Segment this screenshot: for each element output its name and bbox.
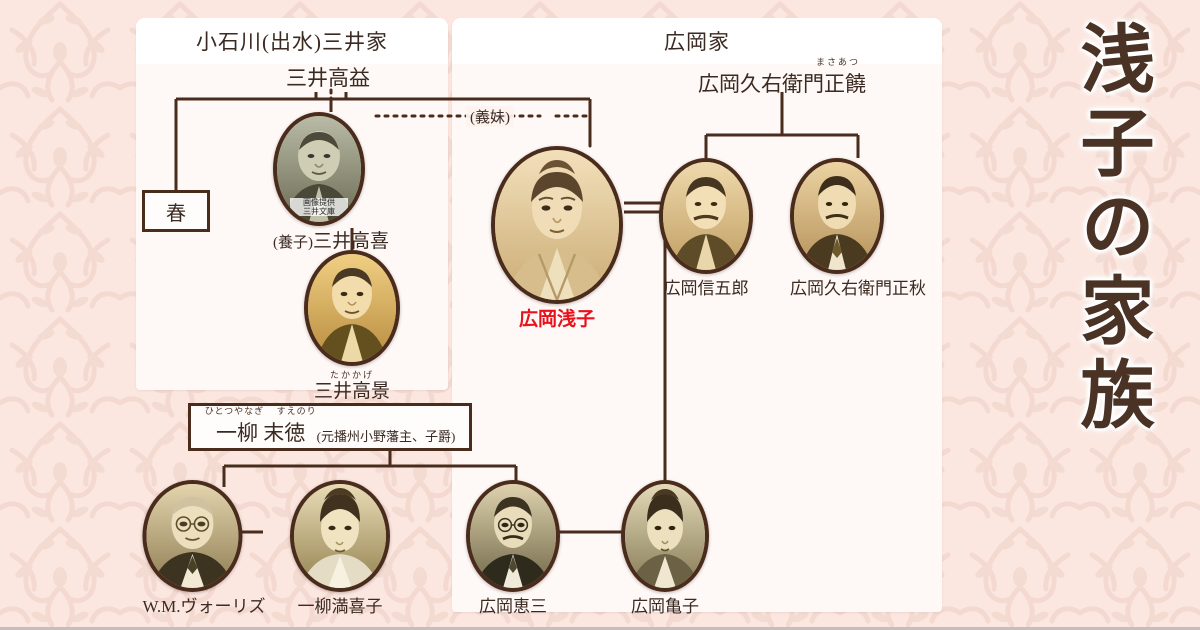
portrait-image-hirooka-kameko (625, 484, 705, 588)
credit-line-2: 三井文庫 (302, 207, 335, 216)
node-hitotsuyanagi-suenori-ruby-family: ひとつやなぎ (204, 406, 265, 416)
portrait-hirooka-kyuuemon-masaaki[interactable] (790, 158, 884, 274)
label-mitsui-takayoshi-name: 三井高喜 (312, 231, 390, 252)
portrait-image-vories (146, 484, 239, 588)
credit-line-1: 画像提供 (302, 198, 335, 207)
node-mitsui-takamasu: 三井高益 (286, 62, 370, 92)
person-hirooka-asako[interactable]: 広岡浅子 (491, 146, 623, 331)
node-hitotsuyanagi-suenori: ひとつやなぎ すえのり 一柳 末徳 (元播州小野藩主、子爵) (188, 403, 472, 451)
node-hirooka-kyuuemon-masaatsu-label: 広岡久右衛門正饒 (698, 72, 866, 96)
person-hirooka-keizo[interactable]: 広岡恵三 (466, 480, 560, 617)
node-mitsui-takamasu-label: 三井高益 (286, 66, 370, 90)
portrait-hitotsuyanagi-makiko[interactable] (290, 480, 390, 592)
label-vories: W.M.ヴォーリズ (142, 597, 266, 616)
label-hirooka-asako: 広岡浅子 (518, 309, 595, 330)
label-hirooka-kyuuemon-masaaki: 広岡久右衛門正秋 (790, 279, 926, 298)
portrait-image-mitsui-takakage (308, 254, 396, 362)
person-hirooka-kyuuemon-masaaki[interactable]: 広岡久右衛門正秋 (790, 158, 926, 299)
portrait-hirooka-keizo[interactable] (466, 480, 560, 592)
panel-mitsui-title: 小石川(出水)三井家 (136, 18, 448, 64)
portrait-image-hirooka-asako (495, 150, 619, 300)
person-mitsui-takakage[interactable]: たかかげ 三井高景 (304, 250, 400, 403)
node-haru: 春 (142, 190, 210, 232)
portrait-image-hirooka-kyuuemon-masaaki (794, 162, 880, 270)
person-mitsui-takayoshi[interactable]: 画像提供 三井文庫 (養子)三井高喜 (272, 112, 390, 253)
label-mitsui-takakage: たかかげ 三井高景 (304, 371, 400, 403)
label-hirooka-shingoro: 広岡信五郎 (663, 279, 749, 298)
label-mitsui-takayoshi-prefix: (養子) (272, 235, 313, 251)
page-title-vertical: 浅子の家族 (1069, 20, 1151, 440)
portrait-image-hirooka-keizo (470, 484, 556, 588)
label-hitotsuyanagi-makiko: 一柳満喜子 (297, 597, 383, 616)
panel-hirooka-title: 広岡家 (452, 18, 942, 64)
node-hitotsuyanagi-suenori-suffix: (元播州小野藩主、子爵) (316, 429, 456, 444)
node-hirooka-kyuuemon-masaatsu-ruby: まさあつ (815, 57, 860, 67)
portrait-hirooka-shingoro[interactable] (659, 158, 753, 274)
person-hitotsuyanagi-makiko[interactable]: 一柳満喜子 (290, 480, 390, 617)
person-hirooka-shingoro[interactable]: 広岡信五郎 (659, 158, 753, 299)
person-hirooka-kameko[interactable]: 広岡亀子 (621, 480, 709, 617)
portrait-image-hitotsuyanagi-makiko (294, 484, 386, 588)
relation-label-gimai: (義妹) (466, 106, 514, 127)
portrait-credit-mitsui-bunko: 画像提供 三井文庫 (289, 198, 348, 216)
label-hirooka-keizo: 広岡恵三 (479, 597, 547, 616)
portrait-image-hirooka-shingoro (663, 162, 749, 270)
node-hirooka-kyuuemon-masaatsu: まさあつ 広岡久右衛門正饒 (698, 58, 866, 98)
node-haru-label: 春 (166, 202, 186, 225)
label-mitsui-takakage-name: 三井高景 (313, 381, 390, 402)
portrait-mitsui-takayoshi[interactable]: 画像提供 三井文庫 (272, 112, 365, 226)
person-vories[interactable]: W.M.ヴォーリズ (142, 480, 266, 617)
portrait-mitsui-takakage[interactable] (304, 250, 400, 366)
node-hitotsuyanagi-suenori-ruby-given: すえのり (276, 406, 317, 416)
portrait-hirooka-kameko[interactable] (621, 480, 709, 592)
portrait-vories[interactable] (142, 480, 243, 592)
node-hitotsuyanagi-suenori-label: 一柳 末徳 (216, 421, 306, 445)
portrait-hirooka-asako[interactable] (491, 146, 623, 304)
bottom-rule (0, 627, 1200, 630)
label-hirooka-kameko: 広岡亀子 (631, 597, 699, 616)
label-mitsui-takakage-ruby: たかかげ (329, 370, 374, 380)
